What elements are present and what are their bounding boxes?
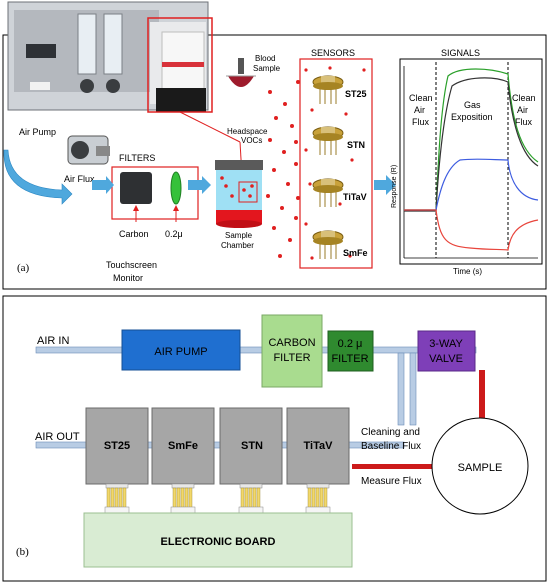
clean-left-2: Air <box>414 105 425 115</box>
arrow-to-filters <box>92 176 114 194</box>
signal-curves <box>404 68 539 251</box>
sensor-a-label-1: STN <box>347 140 365 150</box>
headspace-label-2: VOCs <box>241 136 262 145</box>
air-pump-box-label: AIR PUMP <box>154 346 207 358</box>
signal-curve-dark <box>404 77 539 212</box>
sensor-box-titav <box>286 407 350 514</box>
signals-title: SIGNALS <box>441 48 480 58</box>
red-pipes <box>352 370 485 469</box>
clean-right-2: Air <box>517 105 528 115</box>
panel-b-frame <box>2 295 547 582</box>
air-pump-label: Air Pump <box>19 127 56 137</box>
micro-filter-box-label-1: 0.2 μ <box>338 338 363 350</box>
clean-left-3: Flux <box>412 117 430 127</box>
carbon-filter-label-2: FILTER <box>273 352 310 364</box>
sensor-b-label-1: SmFe <box>168 440 198 452</box>
sensor-b-label-2: STN <box>241 440 263 452</box>
panel-b-label: (b) <box>16 546 29 558</box>
micro-filter-box-label-2: FILTER <box>331 353 368 365</box>
cleaning-flux-label-1: Cleaning and <box>361 427 420 438</box>
sensor-boxes-b <box>85 407 350 514</box>
sensor-box-stn <box>219 407 283 514</box>
clean-left-1: Clean <box>409 93 433 103</box>
cleaning-flux-label-2: Baseline Flux <box>361 441 421 452</box>
signals-box <box>399 58 543 265</box>
carbon-filter-box <box>261 314 323 388</box>
signal-curve-red <box>404 209 539 251</box>
y-axis-label: Response (R) <box>391 165 398 208</box>
panel-a-frame <box>2 34 547 290</box>
gas-exposition-1: Gas <box>464 100 481 110</box>
sensor-box-st25 <box>85 407 149 514</box>
signal-curve-blue <box>404 158 539 211</box>
sample-chamber <box>215 160 263 228</box>
sensor-chips-a <box>312 75 344 259</box>
blood-sample-label-2: Sample <box>253 64 281 73</box>
sensors-title: SENSORS <box>311 48 355 58</box>
clean-right-1: Clean <box>512 93 536 103</box>
air-in-label: AIR IN <box>37 335 69 347</box>
micro-filter-label: 0.2μ <box>165 229 183 239</box>
sensor-a-label-2: TiTaV <box>343 192 367 202</box>
air-flux-curved-arrow <box>3 149 73 205</box>
sensors-box <box>299 58 373 269</box>
arrow-to-chamber <box>188 176 211 194</box>
signal-curve-green <box>404 68 539 211</box>
air-flux-label: Air Flux <box>64 174 95 184</box>
measure-flux-label: Measure Flux <box>361 476 422 487</box>
panel-b: AIR IN AIR OUT AIR PUMP CARBON FILTER 0.… <box>2 295 547 582</box>
blood-sample-tube <box>226 58 256 87</box>
blood-sample-label-1: Blood <box>255 54 275 63</box>
valve-label-1: 3-WAY <box>429 338 463 350</box>
sensors-dots <box>304 66 366 260</box>
sensor-b-label-3: TiTaV <box>304 440 334 452</box>
gas-exposition-2: Exposition <box>451 112 493 122</box>
sensor-chip-titav <box>312 178 344 207</box>
filters-title: FILTERS <box>119 153 155 163</box>
panel-a: Blood Sample Headspace VOCs Air Pump Air… <box>2 1 547 290</box>
sensor-a-label-3: SmFe <box>343 248 368 258</box>
electronic-board <box>83 512 353 568</box>
voc-dots <box>266 80 300 258</box>
air-pump-box <box>121 329 241 371</box>
air-pump-image <box>67 135 110 165</box>
electronic-board-label: ELECTRONIC BOARD <box>161 536 276 548</box>
three-way-valve-box <box>417 330 476 372</box>
micro-filter-box <box>327 330 374 372</box>
arrow-to-signals <box>374 175 396 195</box>
clean-right-3: Flux <box>515 117 533 127</box>
sensor-a-label-0: ST25 <box>345 89 367 99</box>
sensor-chip-st25 <box>312 75 344 104</box>
carbon-filter-label-1: CARBON <box>268 337 315 349</box>
touchscreen-label-1: Touchscreen <box>106 260 157 270</box>
micro-filter-disc <box>170 171 182 205</box>
touchscreen-label-2: Monitor <box>113 273 143 283</box>
sensor-chip-stn <box>312 126 344 155</box>
air-out-label: AIR OUT <box>35 431 80 443</box>
sample-chamber-label-2: Chamber <box>221 241 254 250</box>
x-axis-label: Time (s) <box>453 267 482 276</box>
carbon-label: Carbon <box>119 229 149 239</box>
sample-label: SAMPLE <box>458 462 503 474</box>
headspace-label-1: Headspace <box>227 127 268 136</box>
sample-chamber-label-1: Sample <box>225 231 253 240</box>
sample-circle <box>431 417 529 515</box>
filters-box <box>111 166 199 220</box>
sensor-chip-smfe <box>312 230 344 259</box>
sensor-b-label-0: ST25 <box>104 440 130 452</box>
sensor-box-smfe <box>151 407 215 514</box>
carbon-filter-disc <box>120 172 152 204</box>
panel-a-label: (a) <box>17 262 30 274</box>
valve-label-2: VALVE <box>429 353 463 365</box>
device-photo <box>7 1 246 180</box>
